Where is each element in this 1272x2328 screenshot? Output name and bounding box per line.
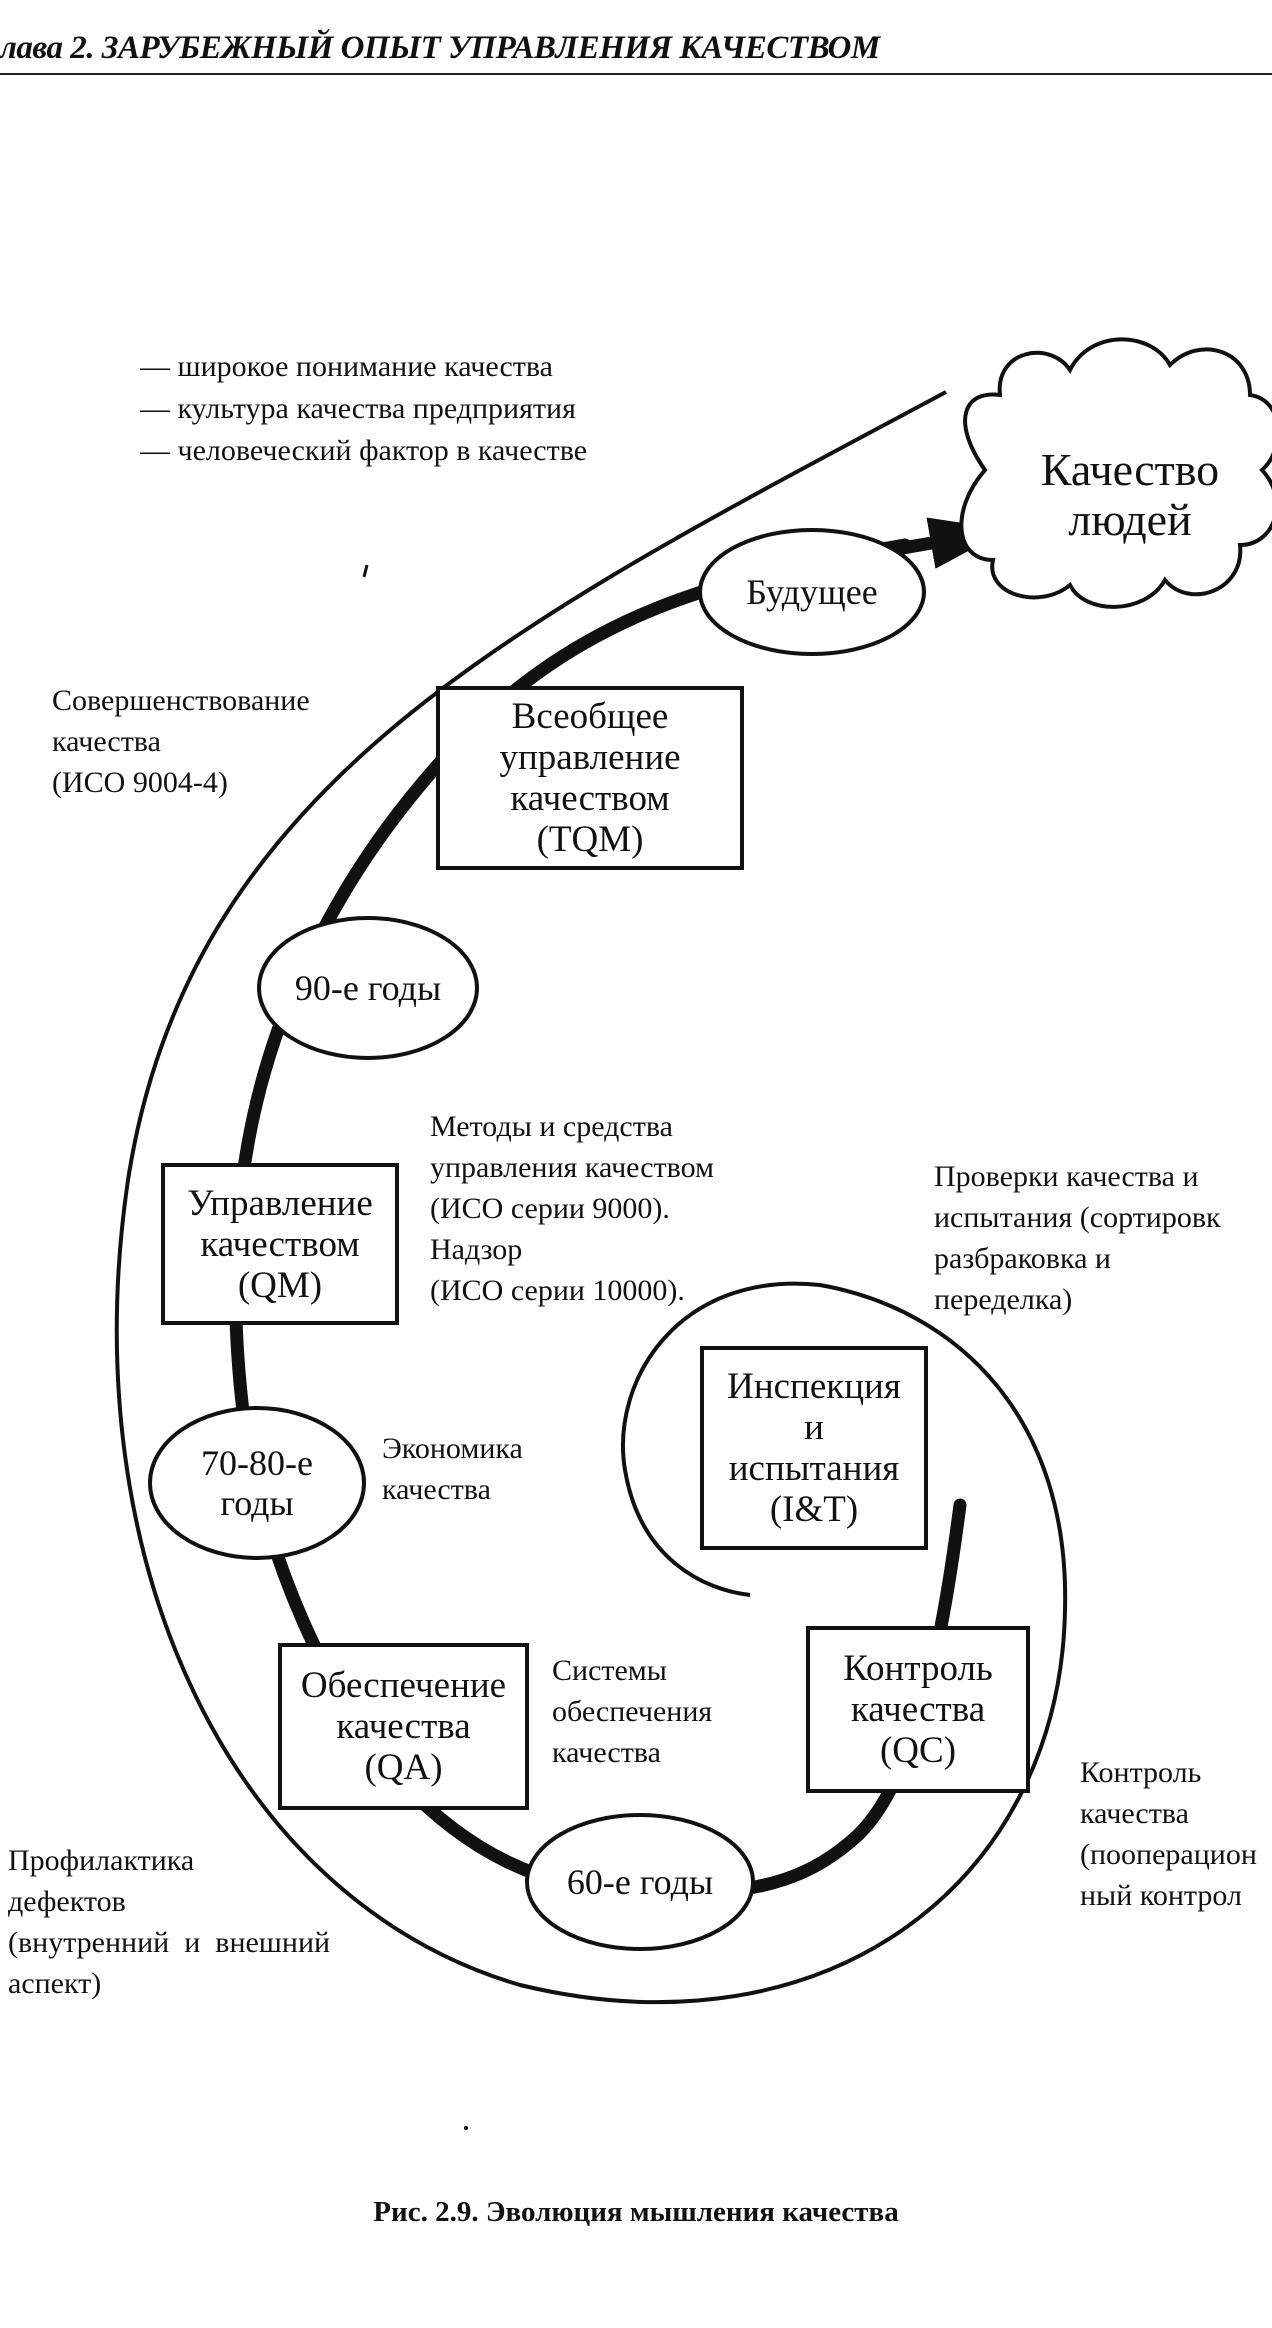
annotation-economics: Экономика качества (382, 1432, 523, 1506)
qm-box-label: Управление качеством (QM) (187, 1182, 373, 1306)
oval-70-80s-label: 70-80-е годы (201, 1443, 313, 1523)
it-box-label: Инспекция и испытания (I&T) (727, 1366, 901, 1530)
annotation-qa-systems: Системы обеспечения качества (552, 1654, 713, 1769)
qc-box-label: Контроль качества (QC) (843, 1648, 993, 1771)
cloud-label: Качество людей (1040, 444, 1220, 545)
running-header: лава 2. ЗАРУБЕЖНЫЙ ОПЫТ УПРАВЛЕНИЯ КАЧЕС… (0, 30, 1272, 75)
oval-60s (525, 1813, 755, 1951)
tqm-box (436, 686, 744, 870)
outer-spiral-line (114, 390, 1068, 2005)
qc-box (806, 1626, 1030, 1793)
annotation-inspection: Проверки качества и испытания (сортировк… (934, 1160, 1221, 1316)
header-rule (0, 73, 1272, 75)
tqm-box-label: Всеобщее управление качеством (TQM) (499, 696, 681, 860)
chapter-title: лава 2. ЗАРУБЕЖНЫЙ ОПЫТ УПРАВЛЕНИЯ КАЧЕС… (0, 30, 880, 66)
top-note-1: — широкое понимание качества (140, 350, 553, 383)
oval-90s-label: 90-е годы (294, 968, 442, 1008)
future-oval (698, 528, 926, 656)
speck-dot (464, 2126, 468, 2130)
annotation-control: Контроль качества (пооперацион ный контр… (1080, 1756, 1257, 1912)
oval-90s (257, 916, 479, 1060)
cloud-shape (959, 337, 1272, 609)
annotation-prevention: Профилактика дефектов (внутренний и внеш… (8, 1844, 331, 2000)
future-oval-label: Будущее (746, 572, 878, 612)
annotation-improvement: Совершенствование качества (ИСО 9004-4) (52, 684, 310, 799)
it-box (700, 1346, 928, 1550)
oval-60s-label: 60-е годы (566, 1862, 714, 1902)
figure-caption: Рис. 2.9. Эволюция мышления качества (373, 2196, 899, 2228)
qm-box (161, 1163, 399, 1325)
top-note-3: — человеческий фактор в качестве (140, 434, 588, 467)
qa-box-label: Обеспечение качества (QA) (300, 1665, 507, 1788)
top-note-2: — культура качества предприятия (140, 392, 576, 425)
speck-mark (362, 564, 369, 578)
annotation-methods: Методы и средства управления качеством (… (430, 1110, 715, 1307)
qa-box (278, 1643, 529, 1810)
oval-70-80s (148, 1406, 366, 1560)
